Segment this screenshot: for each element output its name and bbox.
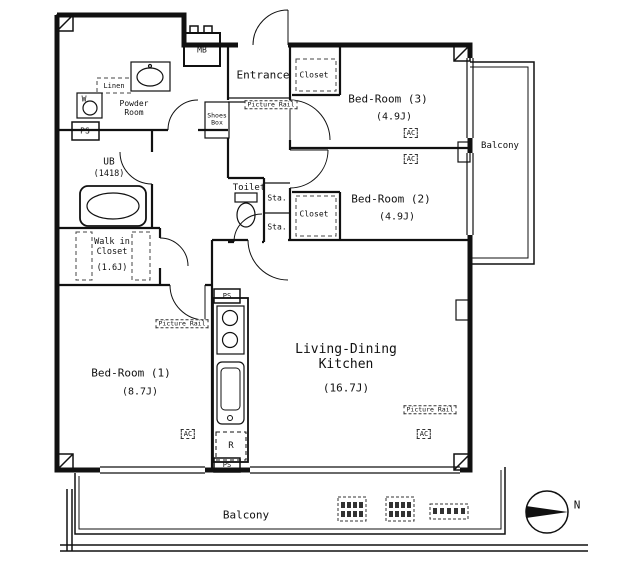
sink-vanity-icon: [130, 61, 171, 92]
meter-box-label: MB: [197, 45, 207, 55]
ac-label-ldk: AC: [416, 428, 432, 440]
room-size-ub: (1418): [93, 169, 125, 180]
pipe-space-boxes: [71, 121, 471, 473]
closet-label-bedroom3: Closet: [299, 70, 329, 80]
picture-rail-label-ldk: Picture Rail: [403, 405, 457, 415]
column-hatches: [56, 14, 471, 471]
refrigerator-space: [215, 431, 247, 461]
toilet-icon: [234, 192, 258, 228]
room-size-ldk: (16.7J): [322, 381, 370, 395]
stove-icon: [216, 305, 245, 355]
door-arcs: [119, 9, 331, 321]
north-label: N: [573, 498, 581, 512]
ac-label-bedroom3: AC: [403, 127, 419, 139]
picture-rail-label-bedroom1: Picture Rail: [155, 319, 209, 329]
room-size-bedroom1: (8.7J): [121, 386, 159, 398]
room-label-powder-room: Powder Room: [119, 98, 149, 117]
shoes-box-label: Shoes Box: [207, 111, 227, 127]
windows: [100, 58, 474, 474]
compass-icon: [525, 490, 569, 534]
kitchen-counter: [212, 297, 249, 463]
ac-label-bedroom2: AC: [403, 153, 419, 165]
bathtub-icon: [79, 185, 147, 227]
room-size-walkin-closet: (1.6J): [96, 263, 128, 274]
storage-label-upper: Sta.: [267, 193, 287, 203]
kitchen-sink-icon: [216, 361, 245, 425]
ps-label-top: PS: [80, 126, 90, 136]
meter-box: [183, 25, 221, 67]
washer-icon: [76, 92, 103, 119]
room-label-bedroom3: Bed-Room (3): [348, 92, 428, 106]
room-size-bedroom3: (4.9J): [375, 111, 413, 123]
interior-walls: [57, 45, 470, 470]
refrigerator-label: R: [228, 440, 234, 451]
room-label-ldk: Living-Dining Kitchen: [295, 342, 397, 372]
picture-rail-label-hall: Picture Rail: [244, 100, 298, 110]
ac-label-bedroom1: AC: [180, 428, 196, 440]
hatch-box-icons: [337, 496, 469, 522]
room-label-bedroom1: Bed-Room (1): [91, 366, 171, 380]
balcony-right-outline: [470, 61, 535, 265]
closet-label-bedroom2: Closet: [299, 209, 329, 219]
room-label-bedroom2: Bed-Room (2): [351, 192, 431, 206]
linen-label: Linen: [103, 81, 125, 90]
ps-label-bottom: PS: [222, 460, 232, 469]
room-label-walkin-closet: Walk in Closet: [94, 237, 130, 257]
balcony-bottom-label: Balcony: [222, 508, 270, 522]
washer-label: W: [81, 94, 87, 104]
site-boundary-lines: [60, 489, 588, 552]
room-size-bedroom2: (4.9J): [378, 211, 416, 223]
balcony-right-label: Balcony: [481, 140, 519, 151]
closet-dashes: [75, 58, 337, 281]
storage-label-lower: Sta.: [267, 222, 287, 232]
room-label-toilet: Toilet: [232, 182, 266, 193]
ps-label-mid: PS: [222, 291, 232, 300]
room-label-entrance: Entrance: [236, 68, 290, 82]
balcony-bottom-outline: [74, 467, 506, 535]
room-label-ub: UB: [103, 156, 115, 168]
